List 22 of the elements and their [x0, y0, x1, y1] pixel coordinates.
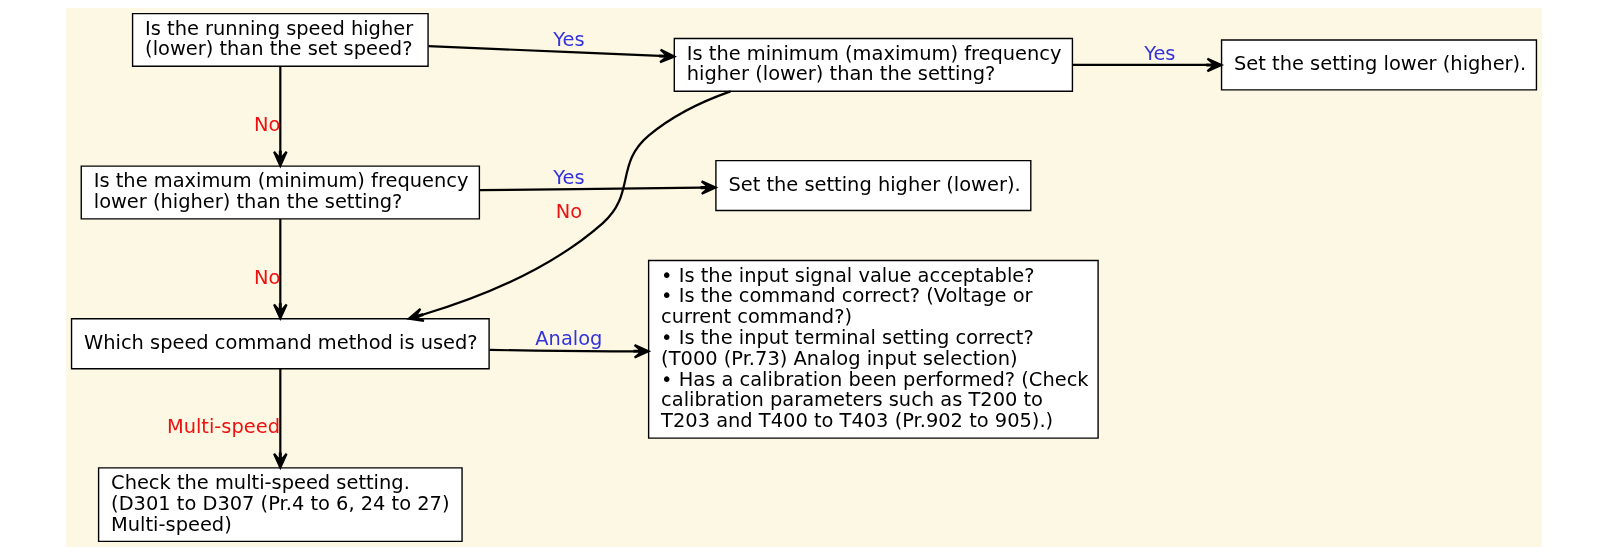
arrow [272, 368, 288, 469]
node-box: • Is the input signal value acceptable? • Is the command correct? (Voltage or current command?) • Is the input terminal setting correct? (T000 (Pr.73) Analog input selection) • Has a calibration been performed? (Check calibration parameters such as T200 to T203 and T400 to T403 (Pr.902 to 905).) [647, 259, 1099, 439]
edge-label: No [555, 199, 583, 223]
arrow [407, 90, 731, 322]
edge-label: Yes [553, 27, 585, 51]
edge-label: Multi-speed [166, 415, 280, 439]
arrow [1072, 57, 1223, 73]
node-box: Check the multi-speed setting. (D301 to D307 (Pr.4 to 6, 24 to 27) Multi-speed) [97, 467, 463, 543]
arrow [272, 66, 288, 167]
edge-label: Yes [553, 166, 585, 190]
node-box: Set the setting higher (lower). [715, 159, 1032, 212]
node-box: Is the minimum (maximum) frequency higher (lower) than the setting? [673, 37, 1074, 92]
arrow [428, 45, 676, 64]
arrow [489, 343, 650, 359]
arrow [272, 219, 288, 320]
edge-label: Analog [535, 327, 603, 351]
node-box: Set the setting lower (higher). [1220, 39, 1538, 91]
node-box: Is the running speed higher (lower) than the set speed? [131, 12, 429, 67]
node-box: Which speed command method is used? [70, 318, 490, 370]
edge-label: Yes [1144, 41, 1176, 65]
node-box: Is the maximum (minimum) frequency lower (higher) than the setting? [80, 165, 481, 220]
arrow [479, 180, 717, 195]
